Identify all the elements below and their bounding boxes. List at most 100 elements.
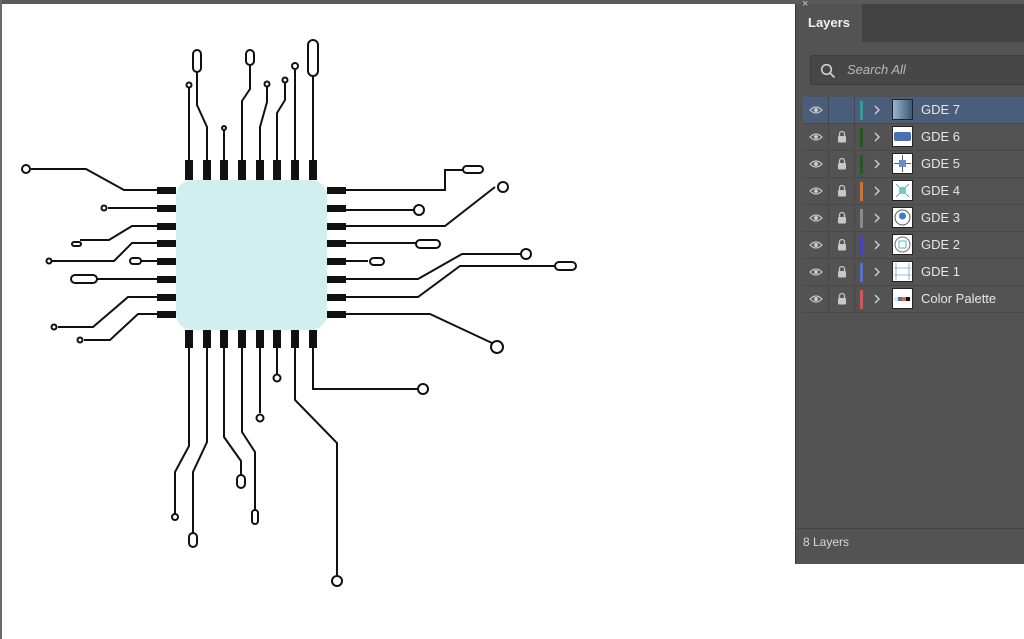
- eye-icon: [809, 295, 823, 303]
- layer-row[interactable]: GDE 5: [803, 151, 1024, 178]
- circuit-trace: [346, 169, 463, 191]
- visibility-toggle[interactable]: [803, 124, 829, 150]
- chevron-right-icon[interactable]: [872, 130, 882, 144]
- chip-pin: [185, 160, 193, 180]
- layer-color-indicator: [860, 263, 863, 282]
- layer-row[interactable]: GDE 7: [803, 97, 1024, 124]
- chip-pin: [327, 311, 346, 318]
- lock-toggle[interactable]: [829, 124, 855, 150]
- chip-pin: [291, 160, 299, 180]
- circuit-trace: [58, 296, 157, 328]
- chip-pin: [327, 223, 346, 230]
- chevron-right-icon[interactable]: [872, 238, 882, 252]
- layer-row[interactable]: GDE 2: [803, 232, 1024, 259]
- circuit-trace: [241, 348, 256, 510]
- chevron-right-icon[interactable]: [872, 103, 882, 117]
- circuit-trace: [312, 348, 418, 390]
- layer-name[interactable]: GDE 1: [921, 264, 961, 279]
- circuit-chip-artwork[interactable]: [0, 0, 795, 639]
- chip-pin: [203, 330, 211, 348]
- lock-toggle[interactable]: [829, 97, 855, 123]
- circuit-trace: [223, 348, 242, 475]
- lock-toggle[interactable]: [829, 151, 855, 177]
- chevron-right-icon[interactable]: [872, 292, 882, 306]
- trace-terminal: [50, 323, 58, 331]
- artboard-canvas[interactable]: [0, 0, 795, 639]
- lock-icon: [838, 157, 846, 170]
- trace-terminal: [221, 125, 227, 131]
- lock-toggle[interactable]: [829, 286, 855, 312]
- trace-terminal: [291, 62, 299, 70]
- visibility-toggle[interactable]: [803, 97, 829, 123]
- gradient-icon: [892, 99, 913, 120]
- lock-toggle[interactable]: [829, 205, 855, 231]
- visibility-toggle[interactable]: [803, 205, 829, 231]
- layer-name[interactable]: GDE 6: [921, 129, 961, 144]
- chip-pin: [238, 160, 246, 180]
- lock-icon: [838, 265, 846, 278]
- layer-color-indicator: [860, 290, 863, 309]
- layer-row[interactable]: GDE 1: [803, 259, 1024, 286]
- trace-terminal-capsule: [554, 261, 577, 271]
- trace-terminal: [520, 248, 532, 260]
- visibility-toggle[interactable]: [803, 259, 829, 285]
- layer-name[interactable]: GDE 4: [921, 183, 961, 198]
- tab-layers[interactable]: Layers: [796, 4, 862, 42]
- trace-terminal-capsule: [192, 49, 202, 73]
- trace-terminal-capsule: [369, 257, 385, 266]
- layer-row[interactable]: GDE 6: [803, 124, 1024, 151]
- layer-name[interactable]: GDE 5: [921, 156, 961, 171]
- chip-pin: [185, 330, 193, 348]
- chip-pin: [327, 276, 346, 283]
- trace-terminal: [255, 413, 265, 423]
- chip-pin: [157, 311, 176, 318]
- layer-color-indicator: [860, 182, 863, 201]
- close-icon[interactable]: ×: [802, 0, 809, 10]
- layer-row[interactable]: GDE 3: [803, 205, 1024, 232]
- lock-icon: [838, 130, 846, 143]
- chip-body-icon: [892, 126, 913, 147]
- circuit-trace: [52, 242, 157, 262]
- chevron-right-icon[interactable]: [872, 211, 882, 225]
- footer-divider: [796, 528, 1024, 529]
- pins-icon: [892, 153, 913, 174]
- chevron-right-icon[interactable]: [872, 265, 882, 279]
- chip-pin: [157, 187, 176, 194]
- circuit-trace: [276, 82, 286, 160]
- traces-icon: [892, 180, 913, 201]
- chip-body[interactable]: [176, 180, 327, 330]
- chip-pin: [238, 330, 246, 348]
- chip-pin: [273, 160, 281, 180]
- circuit-trace: [259, 86, 268, 160]
- lock-toggle[interactable]: [829, 232, 855, 258]
- lock-toggle[interactable]: [829, 259, 855, 285]
- lock-icon: [838, 184, 846, 197]
- outline-icon: [892, 234, 913, 255]
- chip-pin: [309, 330, 317, 348]
- circle-icon: [892, 207, 913, 228]
- layer-row[interactable]: Color Palette: [803, 286, 1024, 313]
- trace-terminal: [272, 373, 282, 383]
- chip-pin: [157, 276, 176, 283]
- visibility-toggle[interactable]: [803, 151, 829, 177]
- search-field[interactable]: [810, 55, 1024, 85]
- visibility-toggle[interactable]: [803, 286, 829, 312]
- circuit-trace: [241, 65, 251, 160]
- chevron-right-icon[interactable]: [872, 184, 882, 198]
- layer-row[interactable]: GDE 4: [803, 178, 1024, 205]
- chip-pin: [327, 205, 346, 212]
- visibility-toggle[interactable]: [803, 232, 829, 258]
- visibility-toggle[interactable]: [803, 178, 829, 204]
- chip-pin: [157, 258, 176, 265]
- chevron-right-icon[interactable]: [872, 157, 882, 171]
- layer-name[interactable]: GDE 3: [921, 210, 961, 225]
- lock-toggle[interactable]: [829, 178, 855, 204]
- window-top-edge: [0, 0, 1024, 4]
- layer-name[interactable]: GDE 2: [921, 237, 961, 252]
- layer-count: 8 Layers: [803, 535, 850, 549]
- search-input[interactable]: [847, 56, 1017, 84]
- layer-name[interactable]: GDE 7: [921, 102, 961, 117]
- circuit-trace: [80, 225, 157, 241]
- layer-name[interactable]: Color Palette: [921, 291, 997, 306]
- circuit-trace: [196, 72, 208, 160]
